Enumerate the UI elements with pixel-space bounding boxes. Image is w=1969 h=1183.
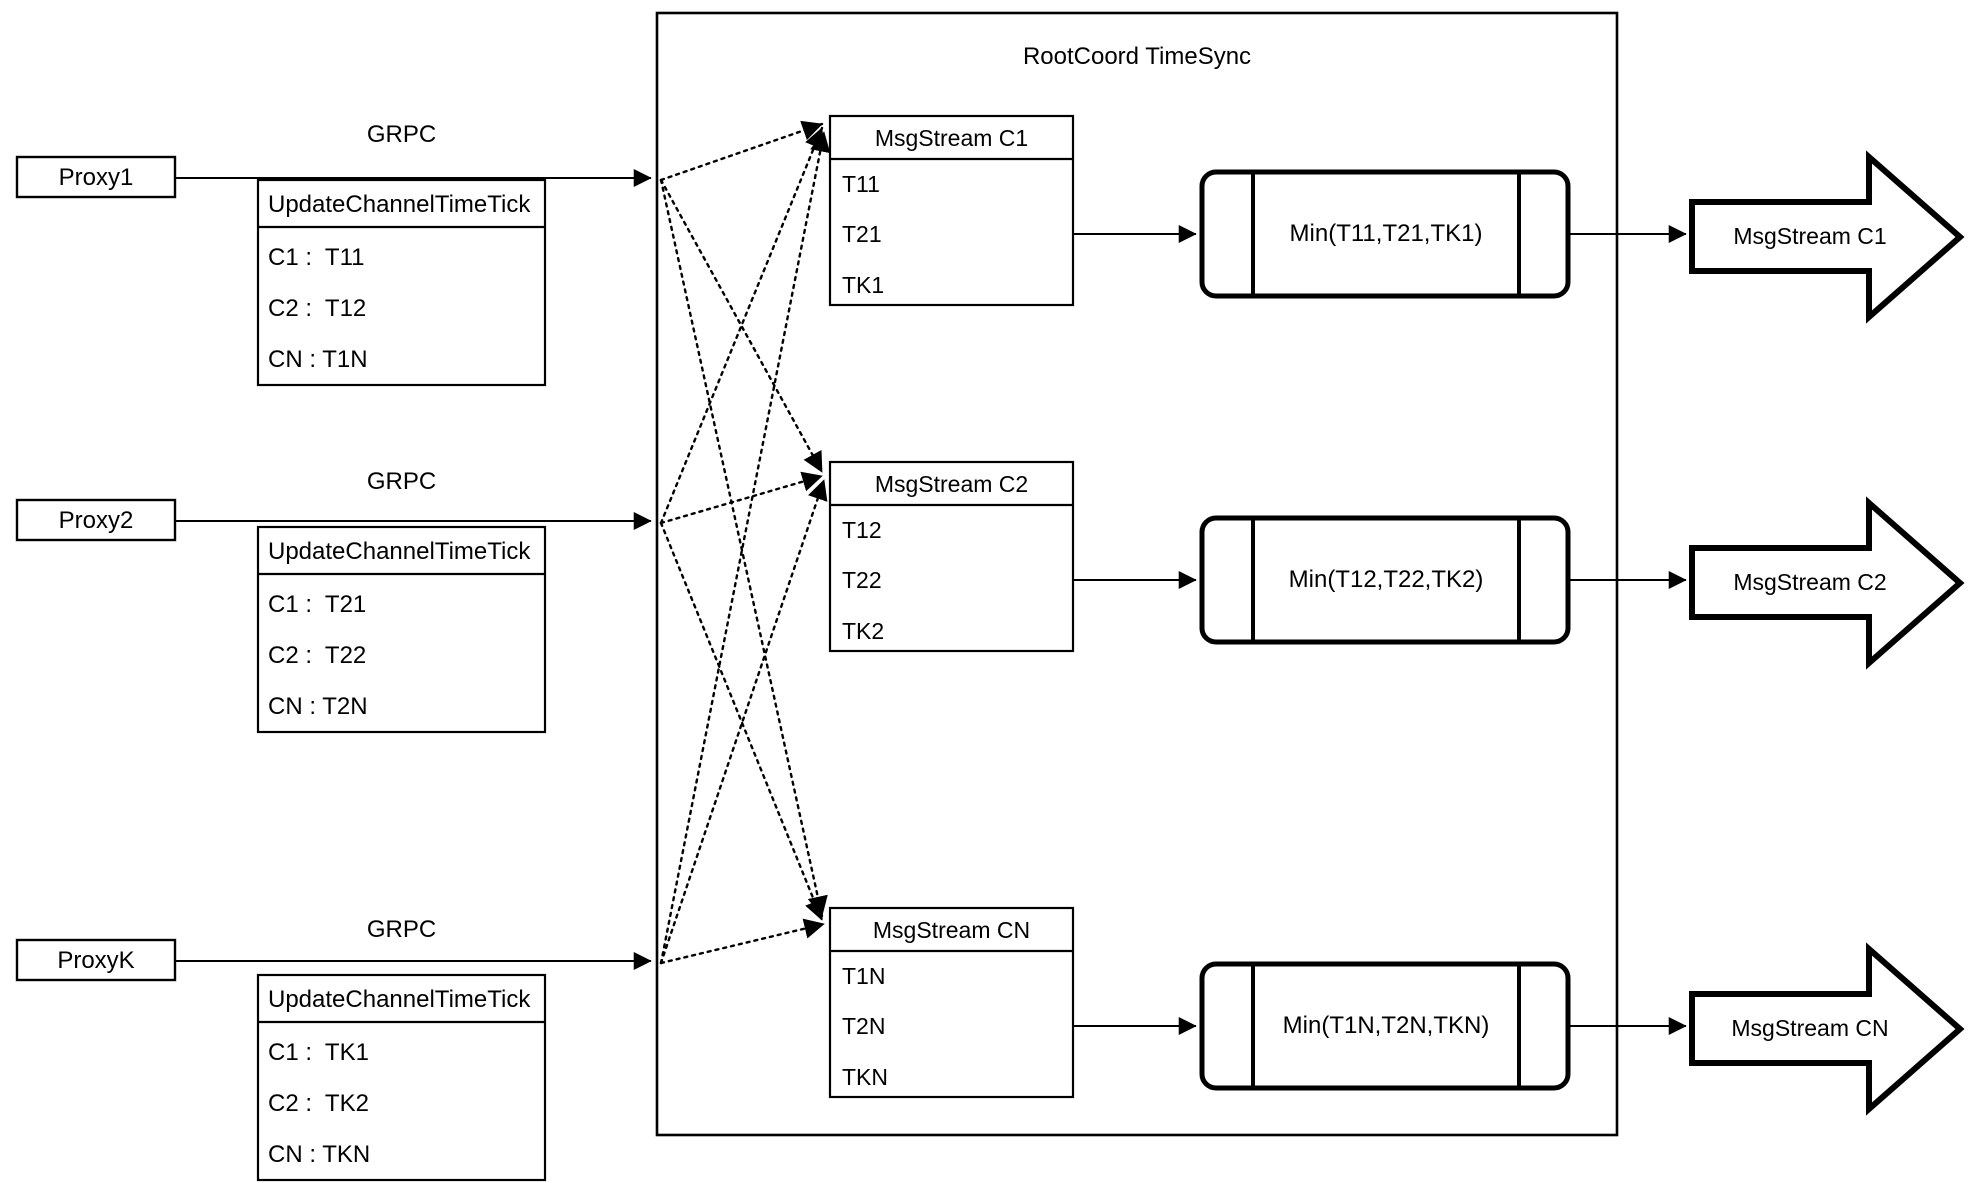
fanout-pk-c2 xyxy=(659,478,828,965)
fanout-p1-cn xyxy=(659,178,828,918)
request-box-1 xyxy=(256,178,547,387)
msgstream-row-3-1: T2N xyxy=(842,1013,886,1039)
fanout-pk-cn xyxy=(659,918,826,965)
msgstream-row-1-2: TK1 xyxy=(842,272,885,298)
fanout-pk-c1 xyxy=(659,130,831,965)
proxy-label-1: Proxy1 xyxy=(58,164,134,191)
request-row-1-0: C1 : T11 xyxy=(268,244,365,271)
request-header-1: UpdateChannelTimeTick xyxy=(268,191,531,218)
msgstream-header-3: MsgStream CN xyxy=(872,917,1031,943)
msgstream-row-1-0: T11 xyxy=(842,171,880,197)
timetick-fanout-arrows xyxy=(659,120,831,965)
min-process-label-2: Min(T12,T22,TK2) xyxy=(1288,566,1484,593)
grpc-label-3: GRPC xyxy=(366,916,437,943)
grpc-label-2: GRPC xyxy=(366,468,437,495)
output-arrow-shape-1[interactable] xyxy=(1689,150,1965,324)
msgstream-box-2 xyxy=(828,460,1075,653)
msgstream-box-1 xyxy=(828,114,1075,307)
proxy2-box[interactable] xyxy=(15,498,177,542)
rootcoord-timesync-container xyxy=(655,11,1619,1137)
request-row-3-1: C2 : TK2 xyxy=(268,1090,369,1117)
proxy1-box[interactable] xyxy=(15,155,177,199)
request-row-3-2: CN : TKN xyxy=(268,1141,371,1168)
request-row-1-1: C2 : T12 xyxy=(268,295,367,322)
request-row-2-2: CN : T2N xyxy=(268,693,368,720)
msgstream-row-2-0: T12 xyxy=(842,517,882,543)
min-process-label-1: Min(T11,T21,TK1) xyxy=(1289,220,1483,247)
fanout-p2-c2 xyxy=(659,471,824,525)
request-row-1-2: CN : T1N xyxy=(268,346,368,373)
fanout-p2-cn xyxy=(659,521,825,922)
output-arrow-shape-3[interactable] xyxy=(1689,942,1965,1116)
msgstream-row-2-2: TK2 xyxy=(842,618,885,644)
output-arrow-label-2: MsgStream C2 xyxy=(1733,569,1887,595)
output-arrow-label-3: MsgStream CN xyxy=(1731,1015,1889,1041)
msgstream-row-2-1: T22 xyxy=(842,567,882,593)
output-arrow-shape-2[interactable] xyxy=(1689,496,1965,670)
fanout-p1-c2 xyxy=(659,178,824,474)
request-row-3-0: C1 : TK1 xyxy=(268,1039,369,1066)
msgstream-row-3-2: TKN xyxy=(842,1064,888,1090)
min-process-label-3: Min(T1N,T2N,TKN) xyxy=(1282,1012,1490,1039)
fanout-p2-c1 xyxy=(659,126,825,525)
container-title: RootCoord TimeSync xyxy=(1022,43,1252,70)
msgstream-row-3-0: T1N xyxy=(842,963,886,989)
proxy-label-3: ProxyK xyxy=(57,947,135,974)
request-box-2 xyxy=(256,525,547,734)
msgstream-row-1-1: T21 xyxy=(842,221,882,247)
msgstream-header-2: MsgStream C2 xyxy=(874,471,1029,497)
request-header-2: UpdateChannelTimeTick xyxy=(268,538,531,565)
proxy-label-2: Proxy2 xyxy=(58,507,134,534)
request-row-2-1: C2 : T22 xyxy=(268,642,367,669)
grpc-label-1: GRPC xyxy=(366,121,437,148)
output-arrow-label-1: MsgStream C1 xyxy=(1733,223,1887,249)
request-box-3 xyxy=(256,973,547,1182)
fanout-p1-c1 xyxy=(659,120,824,182)
request-header-3: UpdateChannelTimeTick xyxy=(268,986,531,1013)
msgstream-box-3 xyxy=(828,906,1075,1099)
msgstream-header-1: MsgStream C1 xyxy=(874,125,1029,151)
request-row-2-0: C1 : T21 xyxy=(268,591,367,618)
